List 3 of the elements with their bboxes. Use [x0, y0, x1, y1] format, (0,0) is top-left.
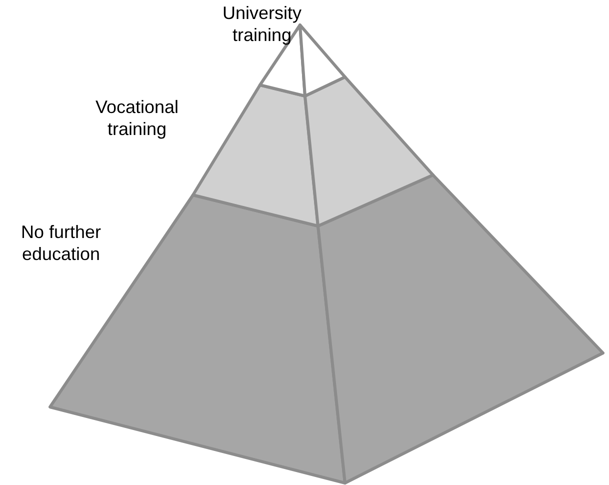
level-label: Vocational training: [94, 96, 180, 140]
level-label: University training: [221, 2, 302, 46]
level-label: No further education: [20, 221, 102, 265]
